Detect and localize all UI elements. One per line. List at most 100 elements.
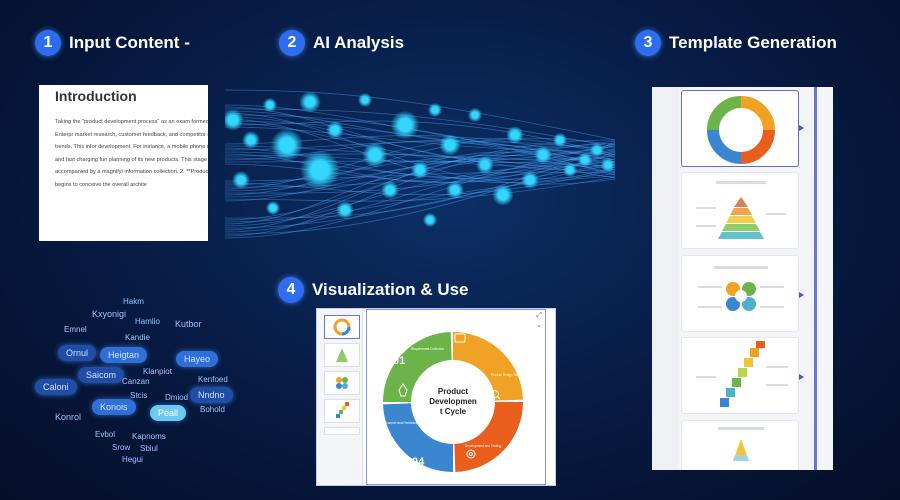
network-connection-line — [225, 153, 616, 179]
collapse-icon[interactable]: ⌄ — [536, 322, 542, 329]
network-node — [266, 101, 274, 109]
stage-label: Development and Testing — [465, 444, 501, 448]
slide-thumbnail-petals[interactable] — [324, 371, 360, 395]
network-node — [247, 136, 255, 144]
step-number-badge: 4 — [278, 277, 304, 303]
step-number-badge: 2 — [279, 30, 305, 56]
clipboard-icon — [454, 333, 466, 343]
cloud-word-pill: Ornul — [58, 345, 97, 361]
network-connection-line — [225, 147, 616, 179]
cloud-word: Sbiul — [140, 444, 158, 453]
template-pointer-icon — [799, 125, 804, 131]
cycle-title-line: Product — [438, 387, 469, 396]
input-document: Introduction Taking the "product develop… — [39, 85, 208, 241]
cloud-word: Kxyonigi — [92, 309, 127, 319]
network-connection-line — [225, 118, 616, 184]
network-node — [416, 166, 424, 174]
network-node — [279, 137, 295, 153]
template-card-cycle[interactable] — [681, 90, 799, 167]
network-node — [361, 96, 369, 104]
network-node — [498, 190, 508, 200]
step-number-badge: 1 — [35, 30, 61, 56]
stage-number: 03 — [522, 433, 534, 445]
cycle-stage-segment — [383, 332, 523, 472]
petals-template-thumbnail — [698, 266, 784, 311]
rocket-icon — [398, 383, 408, 397]
stage-label: Product Design Stage — [491, 373, 522, 377]
cloud-word: Kandie — [125, 333, 150, 342]
network-connection-line — [225, 139, 616, 221]
network-connection-line — [225, 122, 616, 167]
network-node — [331, 126, 339, 134]
network-node — [228, 115, 238, 125]
slide-thumbnail-pyramid[interactable] — [324, 343, 360, 367]
word-cloud: Hakm Kxyonigi Kutbor Emnel Hamlio Ornul … — [30, 295, 240, 465]
network-connection-line — [225, 143, 616, 219]
stage-label: Launch and Feedback — [386, 421, 418, 425]
step-title: AI Analysis — [313, 33, 405, 52]
network-node — [593, 146, 601, 154]
cycle-title-line: Developmen — [429, 397, 477, 406]
cloud-word: Emnel — [64, 325, 87, 334]
network-node — [481, 161, 489, 169]
step-1-heading: 1 Input Content - — [35, 30, 190, 56]
cone-template-thumbnail — [718, 427, 764, 461]
network-connection-line — [225, 137, 616, 196]
neural-network-graphic — [225, 89, 616, 239]
cycle-template-thumbnail — [707, 96, 775, 164]
stage-number: 04 — [412, 456, 425, 468]
template-scrollbar[interactable] — [814, 87, 817, 470]
slide-thumbnail-cone[interactable] — [324, 427, 360, 435]
expand-icon[interactable]: ⤢ — [536, 312, 542, 319]
network-node — [341, 206, 349, 214]
cloud-word: Evbol — [95, 430, 116, 439]
cloud-word: Kenfoed — [198, 375, 228, 384]
step-4-heading: 4 Visualization & Use — [278, 277, 469, 303]
network-node — [511, 131, 519, 139]
template-panel — [652, 87, 833, 470]
network-connection-line — [225, 157, 616, 180]
cloud-word: Kutbor — [175, 319, 202, 329]
cloud-word: Stcis — [130, 391, 148, 400]
cycle-title-line: t Cycle — [440, 407, 467, 416]
step-title: Visualization & Use — [312, 280, 469, 299]
slide-thumbnail-staircase[interactable] — [324, 399, 360, 423]
template-card-pyramid[interactable] — [681, 172, 799, 249]
template-pointer-icon — [799, 292, 804, 298]
network-node — [471, 111, 479, 119]
cloud-word-pill: Saicom — [78, 367, 125, 383]
network-node — [269, 204, 277, 212]
slide-canvas[interactable]: Product Developmen t Cycle 01 Requiremen… — [366, 309, 546, 485]
staircase-mini-icon — [336, 402, 349, 418]
stage-number: 02 — [503, 341, 515, 353]
cloud-word: Hakm — [123, 297, 144, 306]
network-connection-line — [225, 112, 616, 185]
template-card-cone[interactable] — [681, 420, 799, 470]
slide-thumbnail-cycle[interactable] — [324, 315, 360, 339]
step-3-heading: 3 Template Generation — [635, 30, 837, 56]
cycle-stage-segment — [383, 332, 523, 472]
template-card-petals[interactable] — [681, 255, 799, 332]
cloud-word-pill: Heigtan — [100, 347, 148, 363]
step-title: Template Generation — [669, 33, 837, 52]
network-node — [237, 176, 245, 184]
stage-number: 01 — [393, 355, 405, 367]
network-connection-line — [225, 161, 616, 183]
cycle-center — [419, 368, 487, 436]
network-node — [539, 151, 547, 159]
magnifier-icon — [491, 390, 501, 400]
network-node — [431, 106, 439, 114]
network-node — [398, 118, 412, 132]
step-number-badge: 3 — [635, 30, 661, 56]
cycle-ring — [383, 332, 523, 472]
cloud-word: Klanpiot — [143, 367, 172, 376]
cloud-word-pill: Nndno — [190, 387, 233, 403]
cloud-word: Konrol — [55, 412, 82, 422]
step-title: Input Content - — [69, 33, 190, 52]
network-node — [604, 161, 612, 169]
network-nodes — [225, 91, 616, 228]
template-card-staircase[interactable] — [681, 337, 799, 414]
network-connection-line — [225, 137, 616, 190]
network-connection-line — [225, 176, 616, 202]
stage-label: Requirement Collection — [411, 347, 444, 351]
